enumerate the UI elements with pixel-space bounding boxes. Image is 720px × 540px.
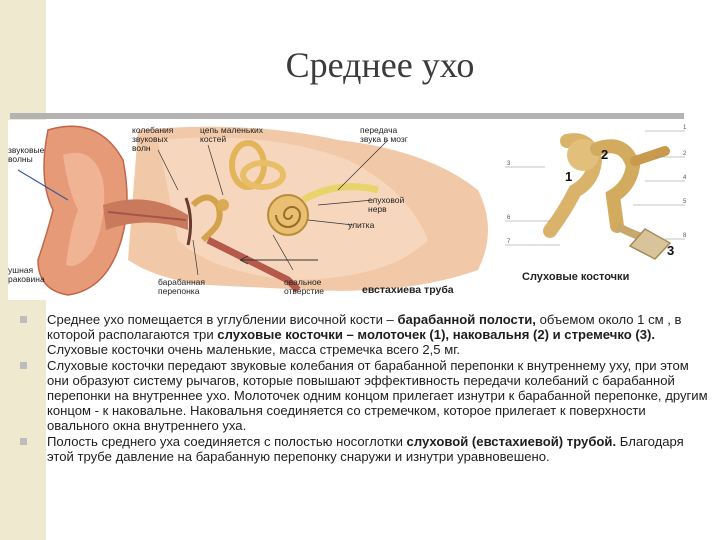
bullet-text: объемом около 1 см , в которой располага…: [47, 312, 682, 343]
bullet-marker: [20, 316, 27, 323]
ear-anatomy-figure: звуковые волны колебания звуковых волн ц…: [8, 120, 498, 300]
bullet-item: Полость среднего уха соединяется с полос…: [20, 434, 710, 464]
ossicle-number-1: 1: [565, 169, 573, 184]
label-sound-waves: звуковые волны: [8, 145, 45, 164]
bullet-marker: [20, 437, 27, 445]
bullet-text: Среднее ухо помещается в углублении висо…: [47, 312, 398, 327]
bullet-text-bold: барабанной полости,: [397, 312, 536, 327]
bullet-text-bold: слуховые косточки – молоточек (1), наков…: [217, 327, 656, 343]
header-area: [46, 0, 720, 112]
bullet-text: Слуховые косточки передают звуковые коле…: [47, 357, 708, 434]
ossicles-figure: 1 2 3 3 6 7 1 2 4 5 8: [505, 121, 691, 266]
bullet-text: Полость среднего уха соединяется с полос…: [47, 433, 407, 449]
ossicle-number-3: 3: [667, 243, 675, 258]
label-auditory-nerve: слуховой нерв: [368, 195, 405, 214]
ossicles-illustration: [505, 130, 685, 260]
ossicle-small-number: 2: [683, 151, 687, 157]
bullet-list: Среднее ухо помещается в углублении висо…: [20, 312, 710, 464]
bullet-marker: [20, 361, 27, 369]
bullet-text: Благодаря этой трубе давление на барабан…: [47, 433, 684, 464]
label-brain-transfer: передача звука в мозг: [360, 125, 408, 144]
bullet-text-bold: слуховой (евстахиевой) трубой.: [406, 433, 617, 449]
label-eardrum: барабанная перепонка: [158, 277, 205, 296]
slide-title: Среднее ухо: [285, 45, 475, 85]
label-sound-vibrations: колебания звуковых волн: [132, 125, 174, 153]
bullet-text: Слуховые косточки очень маленькие, масса…: [47, 342, 461, 358]
ossicle-small-number: 8: [683, 233, 687, 239]
label-eustachian-tube: евстахиева труба: [362, 284, 454, 296]
ossicle-small-number: 5: [683, 199, 687, 205]
label-oval-window: овальное отверстие: [284, 277, 324, 296]
bullet-item: Слуховые косточки передают звуковые коле…: [20, 358, 710, 434]
ossicle-small-number: 7: [507, 239, 511, 245]
ossicle-small-number: 3: [507, 161, 511, 167]
ossicle-small-number: 4: [683, 175, 687, 181]
ear-illustration: [8, 120, 498, 300]
ossicles-caption: Слуховые косточки: [522, 271, 630, 283]
title-divider: [10, 113, 684, 119]
ossicle-number-2: 2: [601, 147, 609, 162]
label-cochlea: улитка: [348, 220, 375, 230]
ossicle-small-number: 6: [507, 215, 511, 221]
bullet-item: Среднее ухо помещается в углублении висо…: [20, 312, 710, 358]
label-ear-shell: ушная раковина: [8, 265, 45, 284]
ossicle-small-number: 1: [683, 125, 687, 131]
label-ossicle-chain: цепь маленьких костей: [200, 125, 263, 144]
